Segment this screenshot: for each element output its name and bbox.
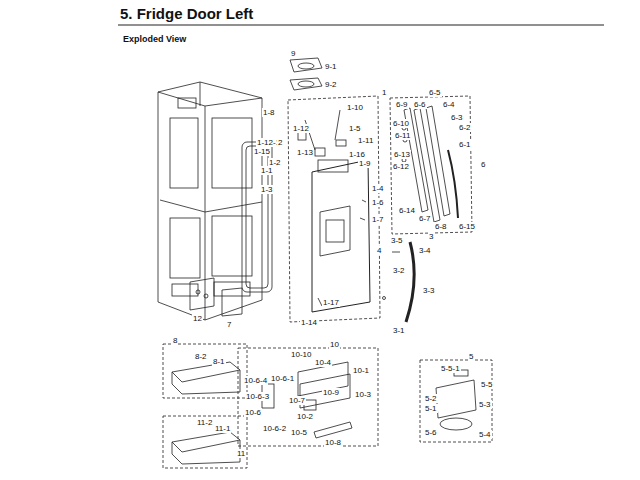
callout-number: 6: [480, 160, 486, 169]
callout-number: 6-15: [458, 222, 476, 231]
callout-number: 10-9: [322, 388, 340, 397]
callout-number: 1-17: [322, 298, 340, 307]
callout-number: 10-1: [352, 366, 370, 375]
callout-number: 5-3: [478, 400, 492, 409]
callout-number: 10: [329, 340, 340, 349]
callout-number: 1-6: [371, 198, 385, 207]
callout-number: 1-16: [348, 150, 366, 159]
callout-number: 6-5: [428, 88, 442, 97]
callout-number: 1-15: [253, 147, 271, 156]
callout-number: 2: [277, 138, 283, 147]
callout-number: 5: [468, 352, 474, 361]
callout-number: 1-5: [348, 124, 362, 133]
callout-number: 5-1: [424, 404, 438, 413]
callout-number: 6-9: [395, 100, 409, 109]
callout-number: 7: [226, 320, 232, 329]
callout-number: 12: [192, 314, 203, 323]
callout-number: 1-13: [296, 148, 314, 157]
callout-number: 5-5-1: [440, 364, 461, 373]
callout-number: 6-8: [434, 222, 448, 231]
callout-number: 6-1: [458, 140, 472, 149]
callout-number: 3-3: [422, 286, 436, 295]
callout-number: 1-14: [300, 318, 318, 327]
callout-number: 3-1: [392, 326, 406, 335]
callout-number: 10-6-4: [243, 376, 268, 385]
callout-number: 10-5: [290, 428, 308, 437]
callout-number: 9-1: [324, 62, 338, 71]
callout-number: 10-4: [314, 358, 332, 367]
callout-number: 6-4: [442, 100, 456, 109]
callout-number: 10-7: [288, 396, 306, 405]
callout-number: 5-4: [478, 430, 492, 439]
callout-number: 3-5: [390, 236, 404, 245]
callout-number: 1-11: [357, 136, 374, 145]
callout-number: 4: [376, 246, 382, 255]
callout-number: 10-8: [324, 438, 342, 447]
callout-number: 6-10: [392, 119, 410, 128]
callout-number: 5-2: [424, 394, 438, 403]
callout-number: 1-10: [346, 103, 364, 112]
callout-number: 9: [290, 49, 296, 58]
callout-number: 10-3: [354, 390, 372, 399]
callout-number: 1-12: [292, 124, 310, 133]
callout-number: 3-4: [418, 246, 432, 255]
callout-number: 5-5: [480, 380, 494, 389]
callout-number: 6-6: [413, 100, 427, 109]
callout-number: 1-9: [358, 159, 372, 168]
callout-number: 10-6: [244, 408, 262, 417]
callout-number: 11: [236, 449, 246, 458]
callout-number: 10-6-3: [245, 392, 270, 401]
callout-number: 6-13: [393, 150, 411, 159]
callout-number: 1-8: [262, 108, 276, 117]
callout-number: 8: [172, 336, 178, 345]
callout-number: 3: [428, 232, 434, 241]
callout-number: 3-2: [392, 266, 406, 275]
callout-number: 10-10: [290, 350, 312, 359]
callout-number: 5-6: [424, 428, 438, 437]
callout-number: 6-12: [392, 162, 410, 171]
callout-number: 10-6-2: [262, 424, 287, 433]
callout-number: 11-2: [196, 418, 213, 427]
callout-number: 8-1: [212, 357, 226, 366]
callout-number: 10-2: [296, 412, 314, 421]
callout-number: 1-3: [260, 185, 274, 194]
callout-number: 11-1: [214, 424, 231, 433]
callout-number: 8-2: [194, 352, 208, 361]
callout-number: 9-2: [324, 80, 338, 89]
callout-number: 1-1: [260, 166, 274, 175]
callout-number: 6-7: [418, 214, 432, 223]
callout-number: 6-11: [394, 131, 411, 140]
callout-number: 1-7: [371, 215, 385, 224]
page-title: 5. Fridge Door Left: [120, 5, 253, 22]
callout-number: 1: [381, 88, 387, 97]
callout-number: 10-6-1: [270, 374, 295, 383]
callout-number: 6-2: [458, 123, 472, 132]
callout-number: 1-4: [371, 184, 385, 193]
callout-number: 6-14: [398, 206, 416, 215]
view-heading: Exploded View: [122, 35, 187, 44]
callout-number: 6-3: [450, 113, 464, 122]
